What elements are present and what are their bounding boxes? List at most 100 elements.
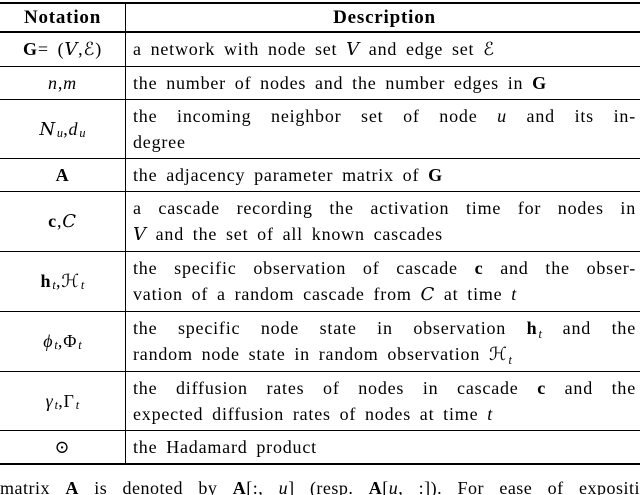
- description-cell: the Hadamard product: [125, 431, 640, 463]
- text-segment: t: [508, 352, 513, 367]
- text-segment: ] (resp.: [288, 478, 369, 495]
- table-header-row: Notation Description: [0, 4, 640, 33]
- notation-cell: ⊙: [0, 431, 125, 463]
- table-body: G = (V, ℰ) a network with node set V and …: [0, 33, 640, 463]
- text-segment: and the obser-: [483, 258, 636, 278]
- text-segment: ,: [58, 390, 64, 411]
- text-segment: G: [532, 73, 547, 93]
- description-line: the specific observation of cascade c an…: [133, 255, 636, 281]
- text-segment: u: [278, 478, 289, 495]
- description-line: the specific node state in observation h…: [133, 315, 636, 341]
- table-row: c, C a cascade recording the activation t…: [0, 191, 640, 251]
- text-segment: is denoted by: [78, 478, 233, 495]
- text-segment: V: [346, 39, 360, 60]
- cutoff-paragraph: matrix A is denoted by A[:, u] (resp. A[…: [0, 476, 640, 495]
- text-segment: ℋ: [61, 271, 80, 292]
- text-segment: and the: [542, 318, 636, 338]
- text-segment: at time: [435, 284, 512, 304]
- description-line: the Hadamard product: [133, 434, 636, 460]
- notation-cell: c, C: [0, 192, 125, 251]
- text-segment: n: [48, 72, 58, 93]
- description-cell: a network with node set V and edge set ℰ: [125, 33, 640, 66]
- description-line: the incoming neighbor set of node u and …: [133, 103, 636, 129]
- text-segment: ϕ: [43, 331, 54, 351]
- text-segment: random node state in random observation: [133, 344, 489, 364]
- notation-cell: n, m: [0, 67, 125, 99]
- text-segment: ℋ: [488, 344, 508, 365]
- text-segment: matrix: [0, 478, 66, 495]
- text-segment: ℰ: [83, 39, 96, 60]
- text-segment: [:,: [246, 478, 279, 495]
- notation-column-header: Notation: [23, 7, 102, 28]
- text-segment: A: [65, 478, 79, 495]
- text-segment: c: [537, 378, 546, 398]
- description-line: a network with node set V and edge set ℰ: [133, 36, 636, 63]
- text-segment: C: [420, 284, 436, 305]
- description-line: the diffusion rates of nodes in cascade …: [133, 375, 636, 401]
- description-cell: the adjacency parameter matrix of G: [125, 159, 640, 191]
- description-line: a cascade recording the activation time …: [133, 195, 636, 221]
- text-segment: Γ: [63, 390, 75, 411]
- text-segment: h: [40, 271, 52, 291]
- text-segment: A: [232, 478, 247, 495]
- notation-cell: G = (V, ℰ): [0, 33, 125, 66]
- text-segment: γ: [45, 390, 54, 411]
- description-line: the number of nodes and the number edges…: [133, 70, 636, 96]
- text-segment: ℰ: [483, 39, 495, 60]
- text-segment: and edge set: [359, 39, 484, 59]
- text-segment: vation of a random cascade from: [133, 284, 421, 304]
- table-row: n, m the number of nodes and the number e…: [0, 66, 640, 99]
- text-segment: u: [388, 478, 399, 495]
- description-line: degree: [133, 129, 636, 155]
- text-segment: expected diffusion rates of nodes at tim…: [133, 404, 488, 424]
- text-segment: V: [64, 39, 79, 60]
- text-segment: G: [428, 165, 443, 185]
- description-line: random node state in random observation …: [133, 341, 636, 368]
- text-segment: d: [68, 118, 79, 139]
- text-segment: A: [368, 478, 383, 495]
- text-segment: A: [55, 164, 70, 185]
- text-segment: the Hadamard product: [133, 437, 317, 457]
- text-segment: ,: [57, 72, 64, 93]
- text-segment: the adjacency parameter matrix of: [133, 165, 429, 185]
- text-segment: ,: [78, 39, 84, 59]
- text-segment: ,: [63, 118, 69, 139]
- description-cell: the specific node state in observation h…: [125, 312, 640, 371]
- text-segment: and its in-: [506, 106, 636, 126]
- text-segment: ): [95, 39, 102, 59]
- text-segment: the specific observation of cascade: [133, 258, 475, 278]
- text-segment: and the set of all known cascades: [146, 224, 443, 244]
- text-segment: V: [133, 224, 147, 245]
- text-segment: t: [487, 404, 493, 424]
- description-cell: the incoming neighbor set of node u and …: [125, 100, 640, 158]
- text-segment: ,: [57, 331, 64, 351]
- description-line: the adjacency parameter matrix of G: [133, 162, 636, 188]
- description-cell: the number of nodes and the number edges…: [125, 67, 640, 99]
- text-segment: t: [511, 284, 518, 304]
- text-segment: C: [62, 211, 77, 232]
- text-segment: c: [474, 258, 484, 278]
- text-segment: and the: [546, 378, 636, 398]
- text-segment: [: [382, 478, 389, 495]
- text-segment: a cascade recording the activation time …: [133, 198, 636, 218]
- text-segment: m: [63, 72, 77, 93]
- notation-cell: A: [0, 159, 125, 191]
- text-segment: a network with node set: [133, 39, 347, 59]
- text-segment: degree: [133, 132, 186, 152]
- description-cell: a cascade recording the activation time …: [125, 192, 640, 251]
- description-line: expected diffusion rates of nodes at tim…: [133, 401, 636, 427]
- text-segment: G: [23, 39, 38, 59]
- text-segment: N: [39, 118, 56, 140]
- text-segment: the number of nodes and the number edges…: [133, 73, 533, 93]
- text-segment: the specific node state in observation: [133, 318, 527, 338]
- table-row: G = (V, ℰ) a network with node set V and …: [0, 33, 640, 66]
- text-segment: , :]). For ease of expositi: [398, 478, 640, 495]
- text-segment: t: [538, 326, 543, 341]
